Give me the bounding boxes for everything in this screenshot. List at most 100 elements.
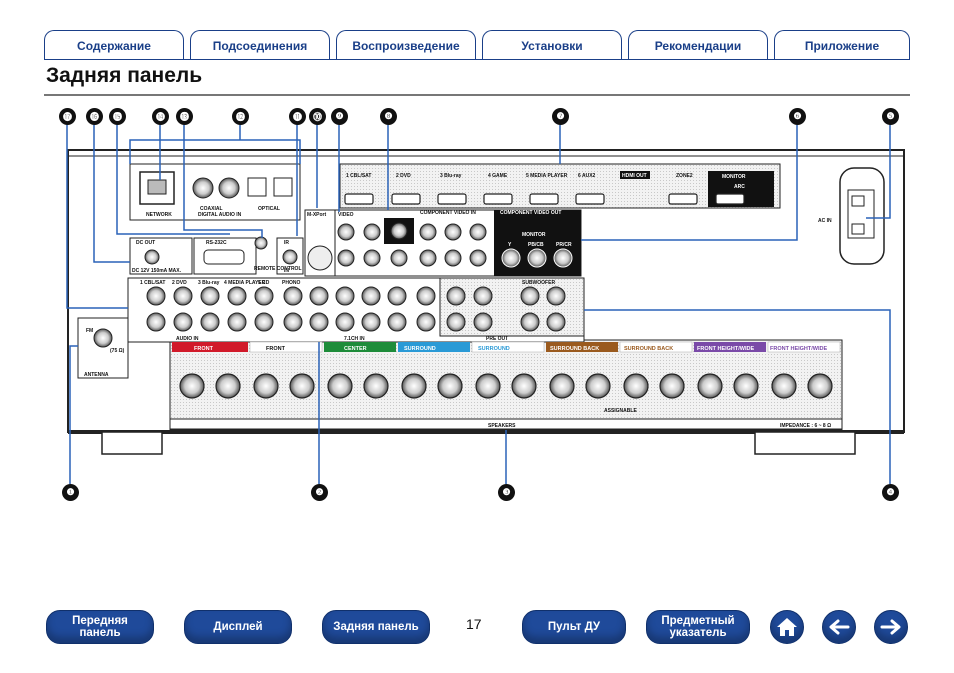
label-optical: OPTICAL	[258, 206, 280, 212]
label-audio-in-3: 3 Blu-ray	[198, 280, 220, 286]
dc-out-block	[129, 237, 193, 275]
label-spk-surround-back-r: SURROUND BACK	[550, 346, 599, 352]
label-spk-fhw-r: FRONT HEIGHT/WIDE	[697, 346, 754, 352]
label-spk-center: CENTER	[344, 346, 367, 352]
optical-port-2	[273, 177, 293, 197]
title-divider	[44, 94, 910, 96]
label-spk-front-l: FRONT	[266, 346, 286, 352]
label-monitor: MONITOR	[722, 174, 746, 180]
tab-contents[interactable]: Содержание	[44, 30, 184, 60]
label-71ch-in: 7.1CH IN	[344, 336, 365, 342]
speaker-label-bars	[172, 341, 841, 353]
label-impedance: IMPEDANCE : 6 ~ 8 Ω	[780, 423, 831, 429]
label-phono: PHONO	[282, 280, 300, 286]
tab-tips[interactable]: Рекомендации	[628, 30, 768, 60]
label-preout: PRE OUT	[486, 336, 508, 342]
label-hdmi-in-5: 5 MEDIA PLAYER	[526, 173, 568, 179]
nav-index-button[interactable]: Предметный указатель	[646, 610, 750, 644]
tab-settings[interactable]: Установки	[482, 30, 622, 60]
label-dc-out: DC OUT	[136, 240, 155, 246]
label-spk-fhw-l: FRONT HEIGHT/WIDE	[770, 346, 827, 352]
callout-5: ❺	[882, 108, 899, 125]
forward-button[interactable]	[874, 610, 908, 644]
label-hdmi-in-4: 4 GAME	[488, 173, 508, 179]
arrow-right-icon	[880, 619, 901, 635]
callout-17: ⓱	[59, 108, 76, 125]
callout-7: ❼	[552, 108, 569, 125]
optical-port-1	[247, 177, 267, 197]
callout-8: ❽	[380, 108, 397, 125]
tab-bar: Содержание Подсоединения Воспроизведение…	[44, 30, 910, 60]
label-spk-surround-l: SURROUND	[478, 346, 510, 352]
callout-2: ❷	[311, 484, 328, 501]
nav-display-button[interactable]: Дисплей	[184, 610, 292, 644]
callout-16: ⓰	[86, 108, 103, 125]
label-remote-control: REMOTE CONTROL	[254, 266, 302, 272]
label-speakers: SPEAKERS	[488, 423, 516, 429]
nav-remote-button[interactable]: Пульт ДУ	[522, 610, 626, 644]
label-hdmi-in-1: 1 CBL/SAT	[346, 173, 371, 179]
callout-11: ⓫	[289, 108, 306, 125]
label-rs232c: RS-232C	[206, 240, 227, 246]
callout-14: ⓮	[152, 108, 169, 125]
label-zone2: ZONE2	[676, 173, 693, 179]
nav-rear-panel-button[interactable]: Задняя панель	[322, 610, 430, 644]
home-button[interactable]	[770, 610, 804, 644]
audio-jacks	[146, 286, 566, 332]
callout-12: ⓬	[232, 108, 249, 125]
label-subwoofer: SUBWOOFER	[522, 280, 555, 286]
label-arc: ARC	[734, 184, 745, 190]
tab-playback[interactable]: Воспроизведение	[336, 30, 476, 60]
callout-3: ❸	[498, 484, 515, 501]
foot-left	[101, 431, 163, 455]
callout-13: ⓭	[176, 108, 193, 125]
tab-underline	[44, 59, 910, 60]
label-monitor-cv: MONITOR	[522, 232, 546, 238]
callout-4: ❹	[882, 484, 899, 501]
antenna-block	[77, 317, 129, 379]
label-spk-front-r: FRONT	[194, 346, 214, 352]
coaxial-jack-2	[218, 177, 240, 199]
callout-1: ❶	[62, 484, 79, 501]
page-number: 17	[466, 616, 482, 632]
label-assignable: ASSIGNABLE	[604, 408, 637, 414]
label-hdmi-in-2: 2 DVD	[396, 173, 411, 179]
label-hdmi-in-6: 6 AUX2	[578, 173, 596, 179]
label-audio-in-1: 1 CBL/SAT	[140, 280, 165, 286]
label-y: Y	[508, 242, 512, 248]
label-network: NETWORK	[146, 212, 172, 218]
label-coaxial: COAXIAL	[200, 206, 223, 212]
callout-15: ⓯	[109, 108, 126, 125]
label-fm: FM	[86, 328, 93, 334]
label-fm-spec: (75 Ω)	[110, 348, 125, 354]
foot-right	[754, 431, 856, 455]
label-hdmi-out: HDMI OUT	[622, 173, 647, 179]
label-audio-in-4: 4 MEDIA PLAYER	[224, 280, 266, 286]
tab-appendix[interactable]: Приложение	[774, 30, 910, 60]
label-audio-in-2: 2 DVD	[172, 280, 187, 286]
label-ir-in: IN	[284, 268, 289, 274]
tab-connections[interactable]: Подсоединения	[190, 30, 330, 60]
label-ac-in: AC IN	[818, 218, 832, 224]
coaxial-jack-1	[192, 177, 214, 199]
label-mxport: M-XPort	[307, 212, 327, 218]
nav-front-panel-button[interactable]: Передняя панель	[46, 610, 154, 644]
label-hdmi-in-3: 3 Blu-ray	[440, 173, 462, 179]
home-icon	[777, 618, 797, 636]
label-antenna: ANTENNA	[84, 372, 109, 378]
speaker-terminal-area	[169, 339, 843, 431]
label-pr: PR/CR	[556, 242, 572, 248]
callout-10: ⓾	[309, 108, 326, 125]
label-ir: IR	[284, 240, 289, 246]
page-title: Задняя панель	[46, 64, 203, 87]
label-spk-surround-back-l: SURROUND BACK	[624, 346, 673, 352]
remote-control-jack	[254, 236, 268, 250]
label-dc-out-spec: DC 12V 150mA MAX.	[132, 268, 182, 274]
back-button[interactable]	[822, 610, 856, 644]
label-spk-surround-r: SURROUND	[404, 346, 436, 352]
hdmi-ports	[344, 193, 745, 205]
label-audio-in: AUDIO IN	[176, 336, 199, 342]
video-jacks	[337, 222, 573, 268]
callout-6: ❻	[789, 108, 806, 125]
